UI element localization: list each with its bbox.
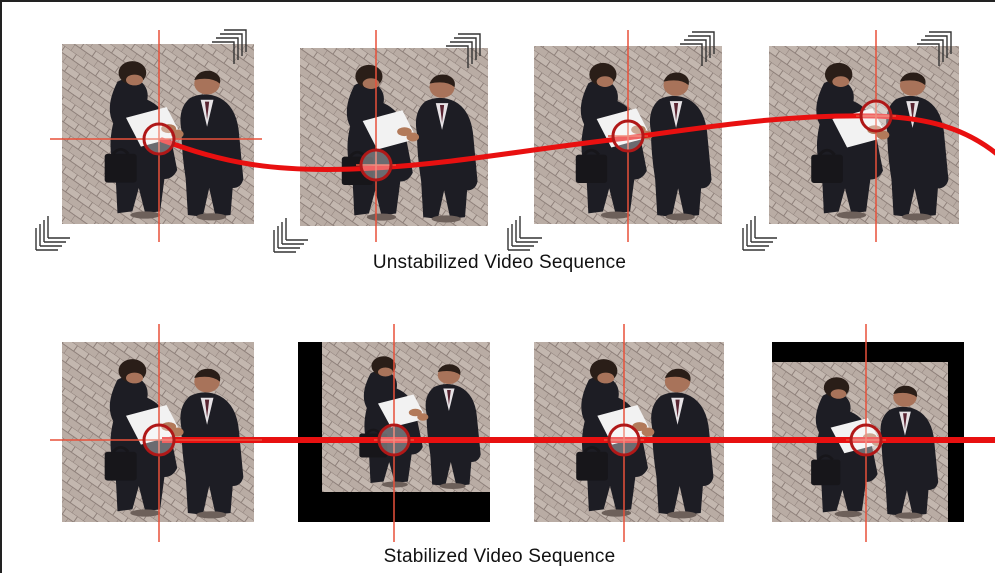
tracked-point-circle <box>611 119 645 153</box>
frame-image <box>62 342 254 522</box>
crosshair-top-2 <box>356 30 396 242</box>
crosshair-bottom-3 <box>604 324 644 542</box>
unstabilized-frame-1 <box>62 44 254 224</box>
tracked-point-circle <box>142 122 176 156</box>
crosshair-bottom-2 <box>374 324 414 542</box>
crosshair-top-1 <box>50 30 262 242</box>
tracked-point-circle <box>849 423 883 457</box>
frame-image <box>322 342 490 492</box>
unstabilized-frame-2 <box>300 48 488 226</box>
tracked-point-circle <box>142 423 176 457</box>
caption-unstabilized: Unstabilized Video Sequence <box>372 252 627 273</box>
tracked-point-circle <box>859 99 893 133</box>
stabilized-frame-1 <box>62 342 254 522</box>
stabilized-frame-3 <box>534 342 724 522</box>
tracked-point-circle <box>607 423 641 457</box>
crosshair-top-4 <box>856 30 896 242</box>
tracked-point-circle <box>359 148 393 182</box>
caption-stabilized: Stabilized Video Sequence <box>383 546 616 567</box>
crosshair-bottom-1 <box>50 324 262 542</box>
crosshair-bottom-4 <box>846 324 886 542</box>
unstabilized-trajectory <box>159 113 995 173</box>
tracked-point-circle <box>377 423 411 457</box>
crosshair-top-3 <box>608 30 648 242</box>
frame-image <box>534 342 724 522</box>
unstabilized-frame-4 <box>769 46 959 224</box>
